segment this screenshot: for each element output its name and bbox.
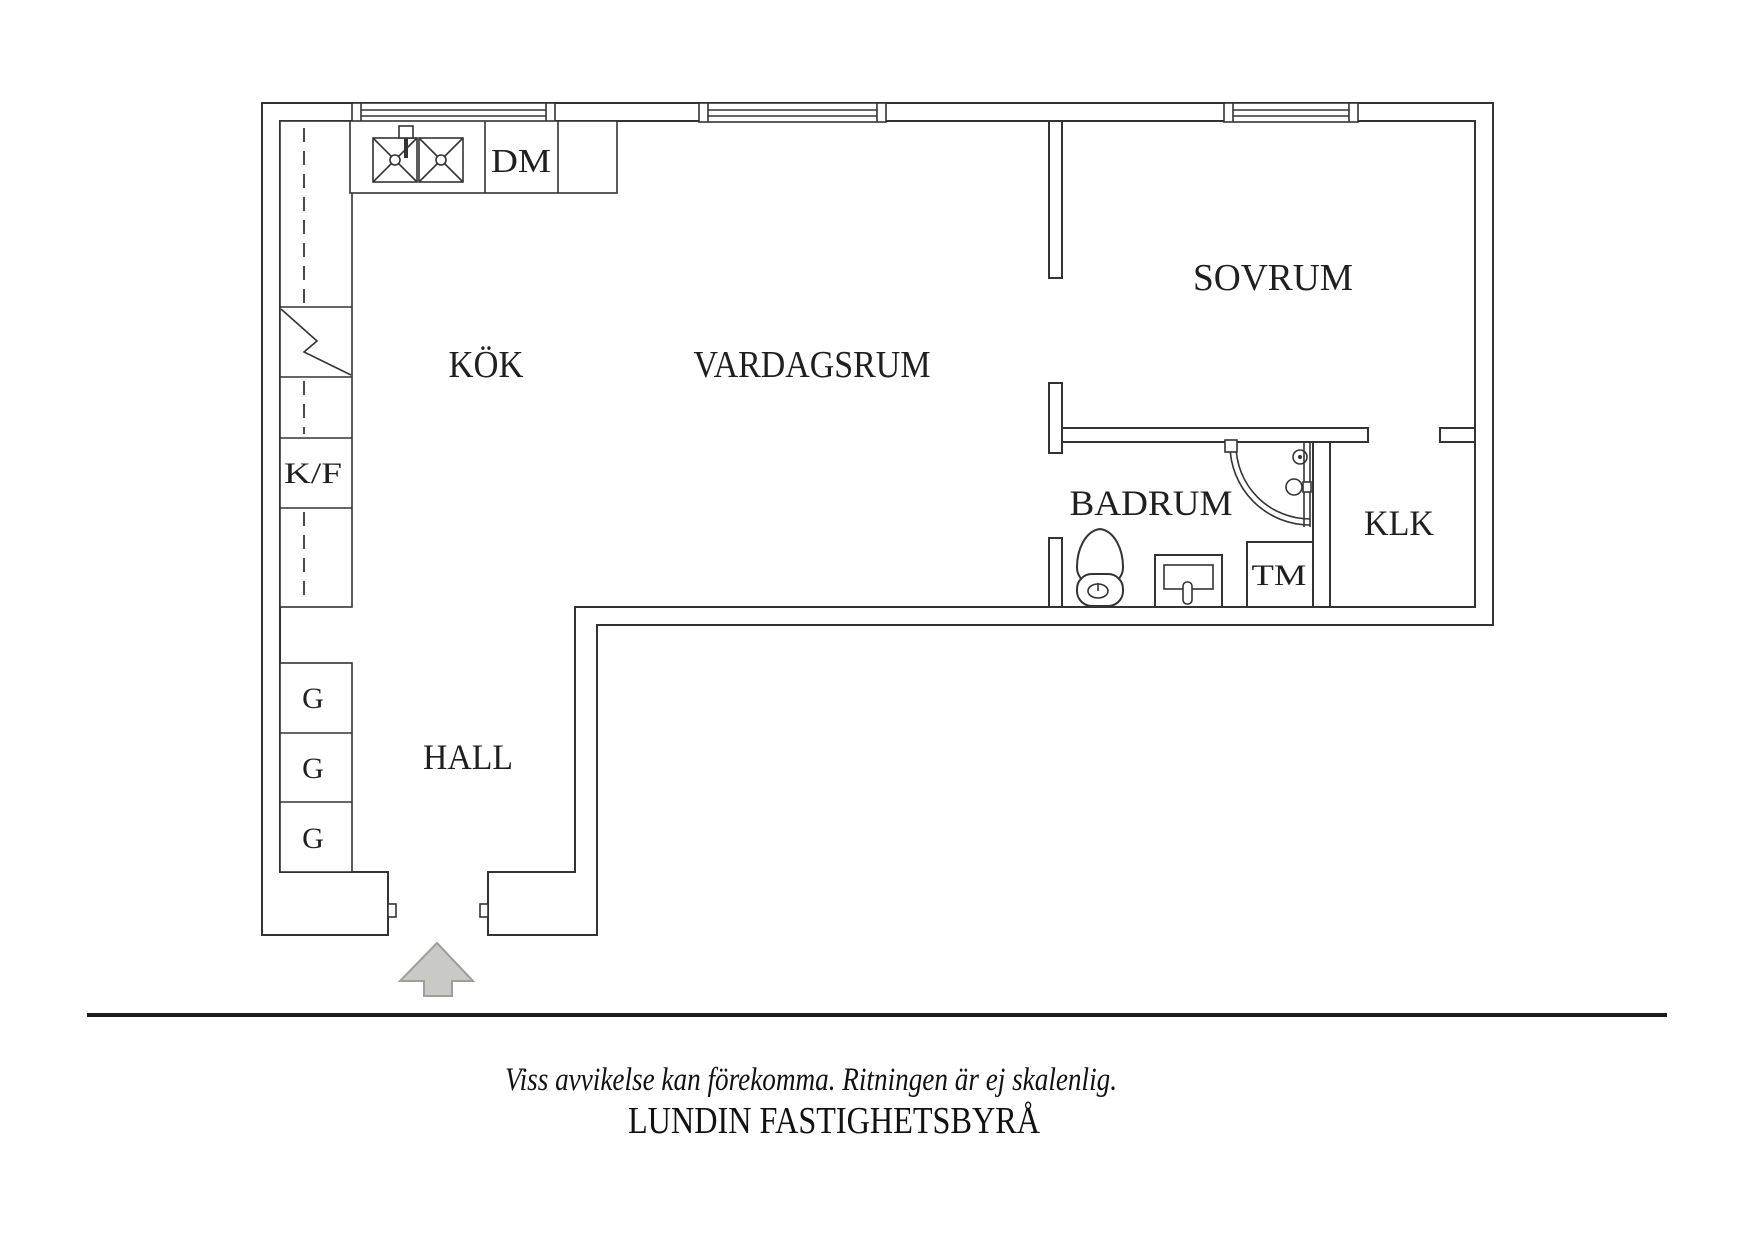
label-wardrobe: G (302, 822, 324, 855)
shower-head-icon (1292, 449, 1308, 465)
faucet-icon (398, 125, 414, 158)
door-jamb (479, 903, 489, 918)
room-label-badrum: BADRUM (1070, 483, 1233, 523)
room-label-klk: KLK (1364, 503, 1434, 543)
toilet-icon (1075, 527, 1125, 607)
label-washing-machine: TM (1252, 559, 1307, 592)
window-icon (698, 102, 887, 123)
kitchen-top-counter (349, 120, 618, 194)
shower-icon (1224, 439, 1312, 527)
wall-badrum-klk (1312, 441, 1331, 608)
room-label-sovrum: SOVRUM (1193, 257, 1353, 299)
windows (351, 102, 1359, 123)
label-dishwasher: DM (491, 143, 551, 180)
shower-door-hinge (1224, 439, 1238, 453)
hall-wardrobes (279, 662, 353, 873)
label-wardrobe: G (302, 752, 324, 785)
footer: Viss avvikelse kan förekomma. Ritningen … (87, 1013, 1667, 1142)
room-label-vardagsrum: VARDAGSRUM (694, 344, 931, 386)
room-labels: KÖK VARDAGSRUM SOVRUM BADRUM KLK HALL (423, 257, 1434, 777)
wall-sovrum-upper (1048, 120, 1063, 279)
window-icon (1223, 102, 1359, 123)
countertop (279, 120, 353, 608)
shower-handle-icon (1285, 478, 1303, 496)
bathroom-fixtures (1075, 439, 1314, 608)
label-fridge-freezer: K/F (284, 457, 342, 490)
appliance-labels: DM K/F TM G G G (284, 143, 1307, 855)
window-icon (351, 102, 556, 123)
wall-badrum-top (1061, 427, 1369, 443)
room-label-kok: KÖK (449, 344, 525, 386)
wall-sovrum-stub (1048, 382, 1063, 454)
footer-brand: LUNDIN FASTIGHETSBYRÅ (628, 1100, 1040, 1142)
bathroom-sink-icon (1154, 554, 1223, 608)
interior-walls (1048, 120, 1476, 608)
footer-divider (87, 1013, 1667, 1017)
washing-machine-box (1246, 541, 1314, 608)
room-label-hall: HALL (423, 737, 513, 777)
door-jamb (387, 903, 397, 918)
label-wardrobe: G (302, 682, 324, 715)
footer-disclaimer: Viss avvikelse kan förekomma. Ritningen … (505, 1062, 1117, 1098)
wardrobe-box (279, 662, 353, 873)
kitchen-left-counter (279, 120, 353, 608)
counter-break-icon (280, 308, 352, 376)
kitchen-sink-icon (372, 125, 464, 183)
wall-badrum-left-lower (1048, 537, 1063, 608)
wall-klk-door-right (1439, 427, 1476, 443)
entrance-arrow-icon (397, 941, 476, 997)
